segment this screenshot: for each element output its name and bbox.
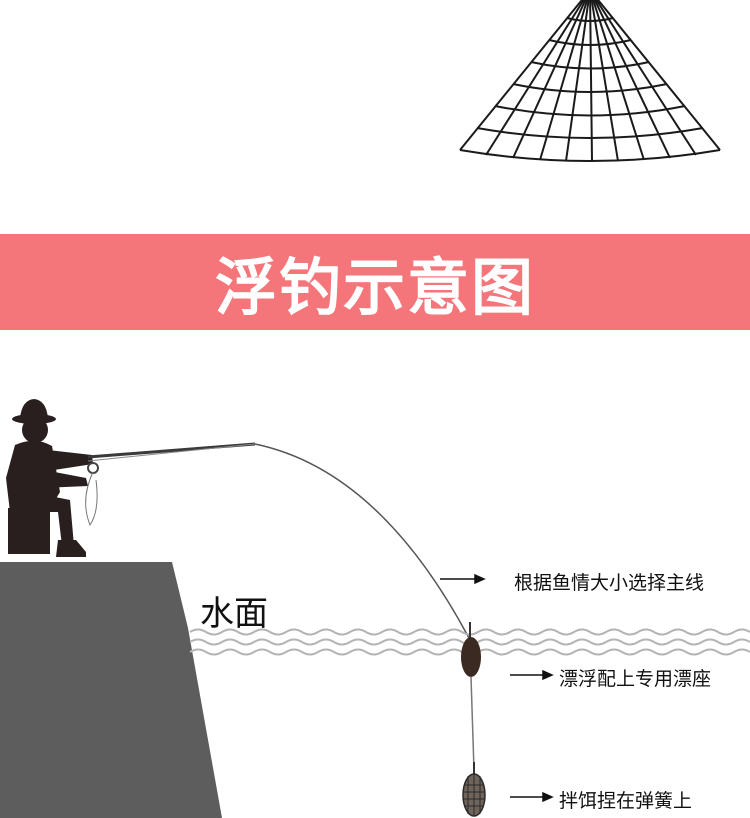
fishing-net-illustration (459, 0, 721, 162)
section-title: 浮钓示意图 (214, 251, 535, 324)
section-title-banner: 浮钓示意图 (0, 234, 750, 330)
fishing-reel (87, 462, 99, 474)
main-line (254, 443, 471, 641)
annotation-bait-spring: 拌饵捏在弹簧上 (559, 790, 693, 812)
annotation-main-line: 根据鱼情大小选择主线 (514, 572, 705, 594)
pier-block (0, 562, 222, 818)
annotation-float-seat: 漂浮配上专用漂座 (559, 668, 712, 690)
rod-tip (87, 443, 256, 462)
float-bobber (461, 622, 481, 677)
fishing-rod (87, 442, 256, 459)
bait-spring-feeder (462, 762, 486, 817)
fisherman-seat (8, 508, 50, 554)
leader-line (470, 676, 475, 771)
annotation-arrows (440, 573, 554, 803)
fisherman-silhouette (6, 399, 93, 557)
water-surface-label: 水面 (200, 594, 268, 634)
